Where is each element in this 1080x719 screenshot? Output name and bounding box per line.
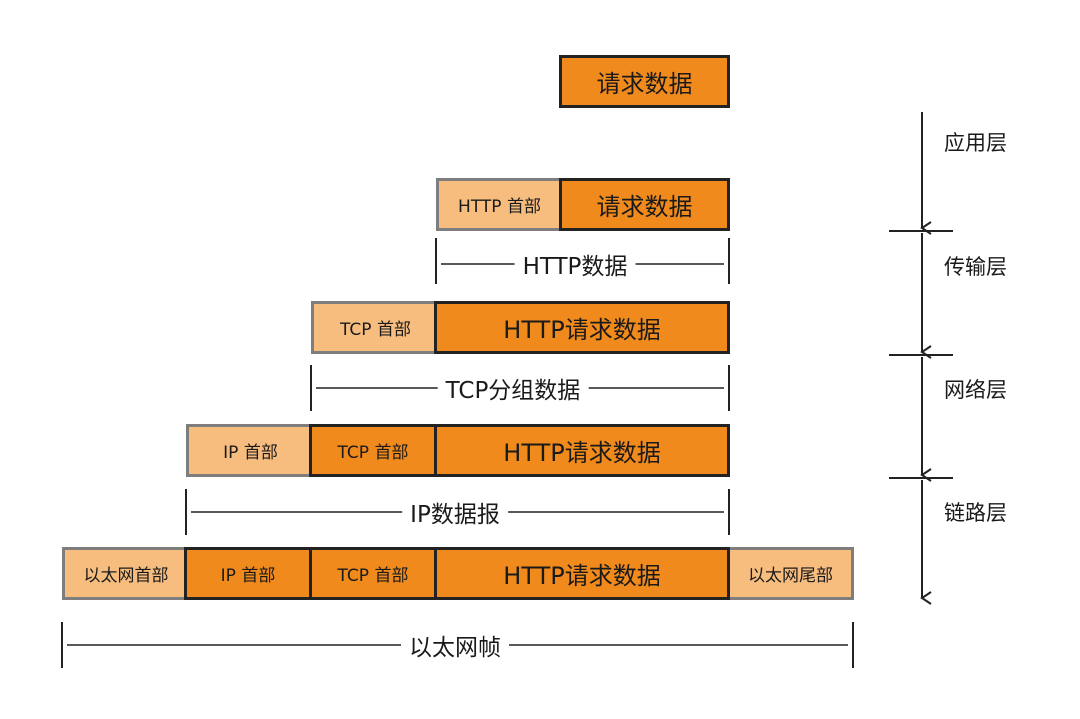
ip-row-tcp-header-box: TCP 首部 — [309, 424, 437, 477]
tcp-header-box: TCP 首部 — [311, 301, 437, 354]
ip-header-label: IP 首部 — [223, 443, 278, 463]
tcp-header-label: TCP 首部 — [340, 320, 411, 340]
http-header-box: HTTP 首部 — [436, 178, 560, 231]
layer-axis — [889, 112, 953, 605]
eth-trailer-box: 以太网尾部 — [730, 547, 854, 600]
ip-header-box: IP 首部 — [186, 424, 312, 477]
http-request-data-label: 请求数据 — [596, 193, 693, 221]
ip-row-payload-box: HTTP请求数据 — [437, 424, 730, 477]
ip-row-tcp-header-label: TCP 首部 — [337, 443, 409, 463]
layer-label-link: 链路层 — [944, 501, 1007, 525]
eth-header-box: 以太网首部 — [62, 547, 187, 600]
tcp-payload-box: HTTP请求数据 — [434, 301, 730, 354]
layer-label-application: 应用层 — [944, 131, 1007, 155]
eth-row-ip-header-label: IP 首部 — [220, 566, 276, 586]
ethernet-frame-span-label: 以太网帧 — [401, 628, 509, 662]
layer-label-transport: 传输层 — [944, 255, 1007, 279]
eth-header-label: 以太网首部 — [83, 566, 169, 586]
eth-row-tcp-header-label: TCP 首部 — [337, 566, 409, 586]
eth-row-ip-header-box: IP 首部 — [184, 547, 312, 600]
ip-datagram-span-label: IP数据报 — [402, 495, 508, 529]
http-request-data-box: 请求数据 — [559, 178, 730, 231]
http-data-span-label: HTTP数据 — [514, 247, 636, 281]
tcp-segment-span-label: TCP分组数据 — [437, 371, 589, 405]
ip-row-payload-label: HTTP请求数据 — [503, 439, 661, 467]
eth-row-payload-label: HTTP请求数据 — [503, 562, 661, 590]
http-header-label: HTTP 首部 — [458, 197, 541, 217]
app-request-data-box: 请求数据 — [559, 55, 730, 108]
eth-trailer-label: 以太网尾部 — [748, 566, 833, 586]
eth-row-payload-box: HTTP请求数据 — [437, 547, 730, 600]
app-request-data-label: 请求数据 — [596, 70, 693, 98]
layer-label-network: 网络层 — [944, 378, 1007, 402]
tcp-payload-label: HTTP请求数据 — [503, 316, 661, 344]
eth-row-tcp-header-box: TCP 首部 — [312, 547, 437, 600]
